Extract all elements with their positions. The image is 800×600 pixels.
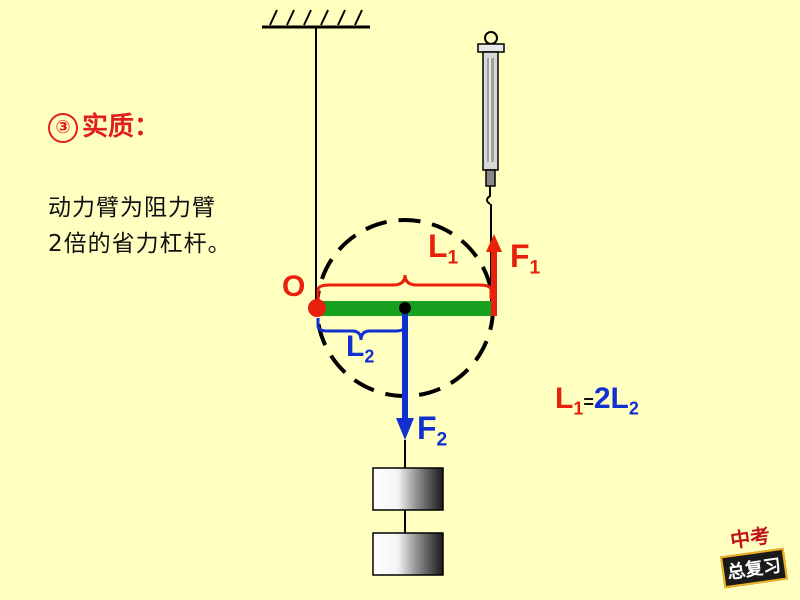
- title-text: 实质：: [82, 112, 161, 142]
- spring-scale: [477, 31, 505, 205]
- force1-subscript: 1: [529, 257, 541, 279]
- description-line-1: 动力臂为阻力臂: [48, 195, 216, 221]
- description-line-2: 2倍的省力杠杆。: [48, 231, 232, 257]
- pivot-point: [308, 299, 326, 317]
- arm2-label: L2: [346, 330, 374, 367]
- force1-arrow: [486, 234, 502, 316]
- arm1-letter: L: [428, 228, 448, 264]
- formula-equals: =: [583, 392, 594, 412]
- formula-right: 2L: [593, 382, 629, 415]
- circled-number: ③: [48, 113, 78, 143]
- hanging-weights: [372, 440, 444, 576]
- force2-letter: F: [417, 410, 437, 446]
- force2-subscript: 2: [436, 429, 448, 451]
- weight-block-top: [372, 467, 444, 511]
- center-point: [399, 302, 411, 314]
- description: 动力臂为阻力臂 2倍的省力杠杆。: [48, 190, 232, 262]
- ceiling-support: [262, 9, 370, 29]
- formula-right-sub: 2: [628, 398, 639, 419]
- weight-block-bottom: [372, 532, 444, 576]
- arm1-label: L1: [428, 228, 458, 270]
- arm2-brace: [316, 318, 407, 341]
- pivot-label: O: [282, 270, 306, 303]
- review-badge: 中考 总复习: [720, 522, 790, 589]
- badge-line-1: 中考: [728, 523, 772, 553]
- arm2-subscript: 2: [364, 346, 375, 367]
- formula-left: L: [555, 382, 574, 415]
- formula-left-sub: 1: [573, 398, 584, 419]
- formula: L1=2L2: [555, 382, 639, 419]
- force2-label: F2: [417, 410, 447, 452]
- badge-line-2: 总复习: [720, 547, 788, 589]
- force2-arrow: [396, 308, 414, 440]
- arm1-subscript: 1: [447, 247, 459, 269]
- force1-label: F1: [510, 238, 540, 280]
- arm1-brace: [316, 274, 493, 299]
- force1-letter: F: [510, 238, 530, 274]
- arm2-letter: L: [346, 330, 365, 363]
